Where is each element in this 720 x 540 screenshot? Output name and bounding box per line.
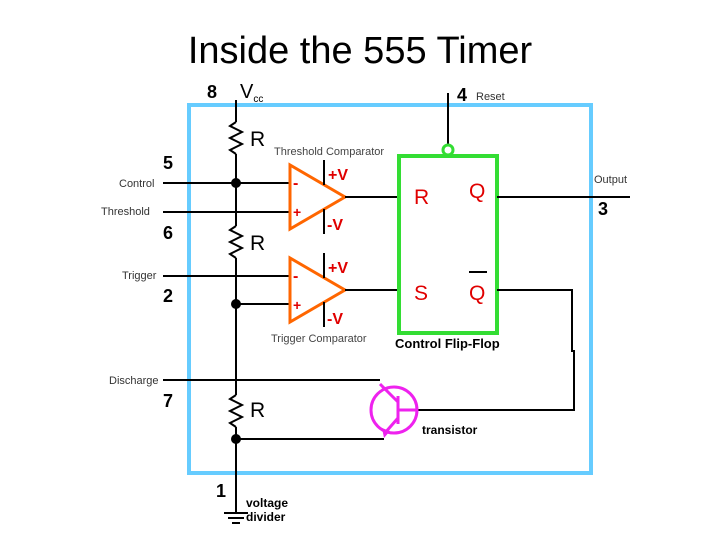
discharge-label: Discharge (109, 375, 159, 387)
pin-3-label: 3 (598, 199, 608, 219)
pin-2-label: 2 (163, 286, 173, 306)
resistor-label: R (250, 232, 265, 255)
threshold-label: Threshold (101, 206, 150, 218)
threshold-comparator (288, 162, 348, 232)
flipflop-qbar: Q (469, 282, 485, 305)
threshold-pos-rail: +V (328, 167, 348, 184)
resistor-top (227, 121, 245, 155)
trigger-minus: - (293, 268, 298, 285)
threshold-comparator-title: Threshold Comparator (274, 146, 384, 158)
chip-outline (187, 103, 593, 475)
reset-label: Reset (476, 91, 505, 103)
resistor-bottom (227, 394, 245, 428)
divider-label-line1: voltage (246, 496, 288, 510)
threshold-minus: - (293, 175, 298, 192)
control-label: Control (119, 178, 154, 190)
flipflop-s: S (414, 282, 428, 305)
flipflop-label: Control Flip-Flop (395, 336, 500, 351)
trigger-comparator-title: Trigger Comparator (271, 333, 367, 345)
threshold-plus: + (293, 204, 301, 220)
base-wire (418, 350, 575, 411)
threshold-neg-rail: -V (327, 217, 343, 234)
pin-6-label: 6 (163, 223, 173, 243)
pin-4-label: 4 (457, 85, 467, 105)
qbar-wire (497, 289, 573, 352)
resistor-middle (227, 225, 245, 259)
resistor-label: R (250, 128, 265, 151)
page-title: Inside the 555 Timer (187, 30, 533, 72)
pin-8-label: 8 (207, 82, 217, 102)
trigger-pos-rail: +V (328, 260, 348, 277)
pin-1-label: 1 (216, 481, 226, 501)
vcc-label: Vcc (240, 81, 263, 105)
output-label: Output (594, 174, 627, 186)
flipflop-r: R (414, 186, 429, 209)
flipflop-q: Q (469, 180, 485, 203)
pin-7-label: 7 (163, 391, 173, 411)
pin-5-label: 5 (163, 153, 173, 173)
divider-label-line2: divider (246, 510, 286, 524)
transistor-label: transistor (422, 423, 478, 437)
trigger-plus: + (293, 297, 301, 313)
resistor-label: R (250, 399, 265, 422)
trigger-label: Trigger (122, 270, 157, 282)
reset-bubble (441, 143, 455, 157)
trigger-neg-rail: -V (327, 311, 343, 328)
trigger-comparator (288, 255, 348, 325)
